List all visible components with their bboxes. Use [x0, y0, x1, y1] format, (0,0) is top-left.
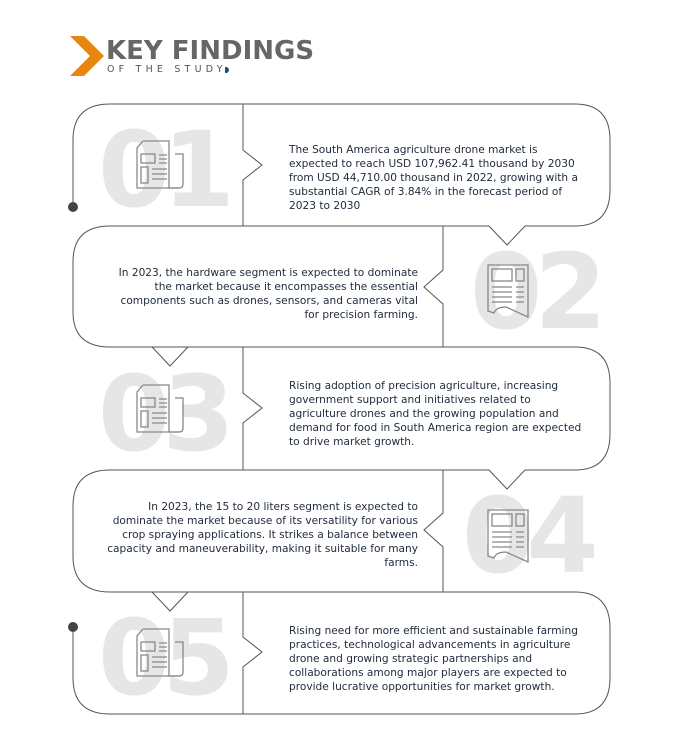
document-icon: [136, 628, 184, 677]
finding-number-01: 01: [98, 109, 235, 231]
finding-text-01: The South America agriculture drone mark…: [289, 144, 578, 212]
document-icon: [136, 140, 184, 189]
document-icon: [487, 264, 529, 319]
document-icon: [487, 509, 529, 564]
page-title: KEY FINDINGS: [106, 36, 315, 66]
page-subtitle: OF THE STUDY: [107, 64, 229, 75]
finding-number-05: 05: [98, 597, 235, 719]
finding-text-05: Rising need for more efficient and susta…: [289, 625, 578, 693]
timeline-dot-end: [68, 622, 78, 632]
document-icon: [136, 384, 184, 433]
timeline-dot-start: [68, 202, 78, 212]
finding-text-04: In 2023, the 15 to 20 liters segment is …: [107, 501, 418, 569]
finding-text-02: In 2023, the hardware segment is expecte…: [118, 267, 418, 321]
chevron-logo-icon: [70, 36, 104, 76]
finding-number-04: 04: [462, 475, 599, 597]
finding-number-03: 03: [98, 353, 235, 475]
finding-text-03: Rising adoption of precision agriculture…: [289, 380, 582, 448]
